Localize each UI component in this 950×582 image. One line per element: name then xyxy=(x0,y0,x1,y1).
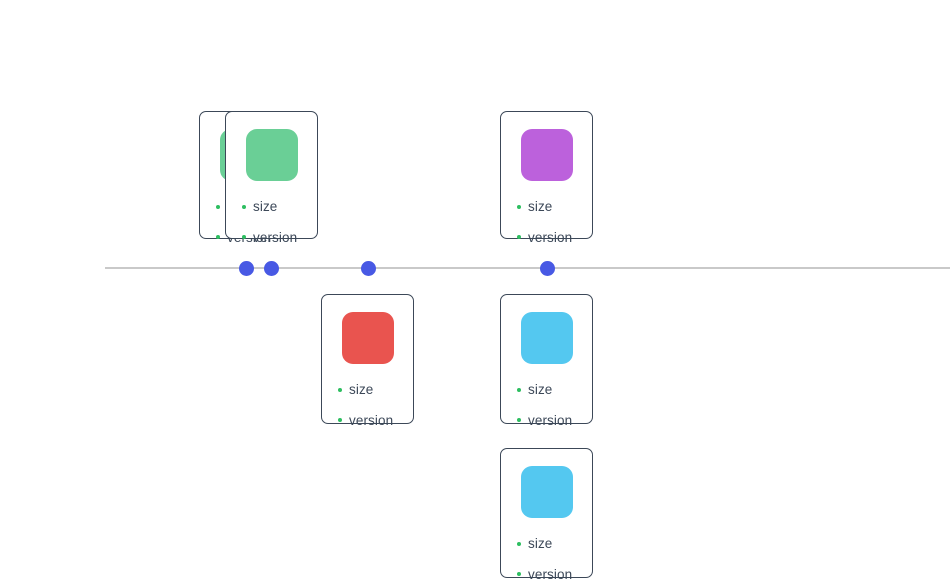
card-blue-lower[interactable]: size version xyxy=(500,448,593,581)
card-attribute-label: version xyxy=(528,229,573,245)
axis-dot-2[interactable] xyxy=(263,260,279,276)
card-attribute-size: size xyxy=(517,383,592,397)
axis-dot-3[interactable] xyxy=(360,260,376,276)
card-attribute-list: size version xyxy=(226,200,317,244)
card-attribute-label: size xyxy=(528,199,553,214)
card-attribute-size: size xyxy=(338,383,413,397)
bullet-icon xyxy=(216,235,220,240)
color-swatch xyxy=(520,129,573,181)
card-red[interactable]: size version xyxy=(321,294,414,427)
color-swatch xyxy=(520,466,573,518)
card-attribute-version: version xyxy=(517,566,592,582)
card-attribute-label: size xyxy=(528,536,553,551)
bullet-icon xyxy=(216,204,220,209)
card-green-front[interactable]: size version xyxy=(225,111,318,244)
bullet-icon xyxy=(242,204,246,209)
card-attribute-list: size version xyxy=(501,383,592,427)
card-attribute-label: version xyxy=(528,566,573,582)
bullet-icon xyxy=(338,418,342,423)
card-attribute-list: size version xyxy=(501,537,592,581)
bullet-icon xyxy=(517,204,521,209)
card-attribute-version: version xyxy=(242,229,317,245)
bullet-icon xyxy=(517,572,521,577)
card-attribute-label: version xyxy=(253,229,298,245)
axis-dot-1[interactable] xyxy=(238,260,254,276)
card-attribute-list: size version xyxy=(322,383,413,427)
bullet-icon xyxy=(242,235,246,240)
card-purple[interactable]: size version xyxy=(500,111,593,244)
card-attribute-label: size xyxy=(528,382,553,397)
axis-dot-4[interactable] xyxy=(539,260,555,276)
card-attribute-size: size xyxy=(242,200,317,214)
bullet-icon xyxy=(517,387,521,392)
card-attribute-size: size xyxy=(517,537,592,551)
card-attribute-label: size xyxy=(349,382,374,397)
card-attribute-label: size xyxy=(253,199,278,214)
bullet-icon xyxy=(517,541,521,546)
color-swatch xyxy=(341,312,394,364)
bullet-icon xyxy=(517,235,521,240)
card-attribute-label: version xyxy=(349,412,394,428)
card-attribute-size: size xyxy=(517,200,592,214)
card-attribute-list: size version xyxy=(501,200,592,244)
card-attribute-label: version xyxy=(528,412,573,428)
bullet-icon xyxy=(338,387,342,392)
color-swatch xyxy=(520,312,573,364)
card-attribute-version: version xyxy=(338,412,413,428)
color-swatch xyxy=(245,129,298,181)
card-attribute-version: version xyxy=(517,229,592,245)
bullet-icon xyxy=(517,418,521,423)
card-attribute-version: version xyxy=(517,412,592,428)
timeline-axis-line xyxy=(105,267,950,269)
timeline-canvas: size version size version size version size ver… xyxy=(105,111,950,581)
card-blue-upper[interactable]: size version xyxy=(500,294,593,427)
